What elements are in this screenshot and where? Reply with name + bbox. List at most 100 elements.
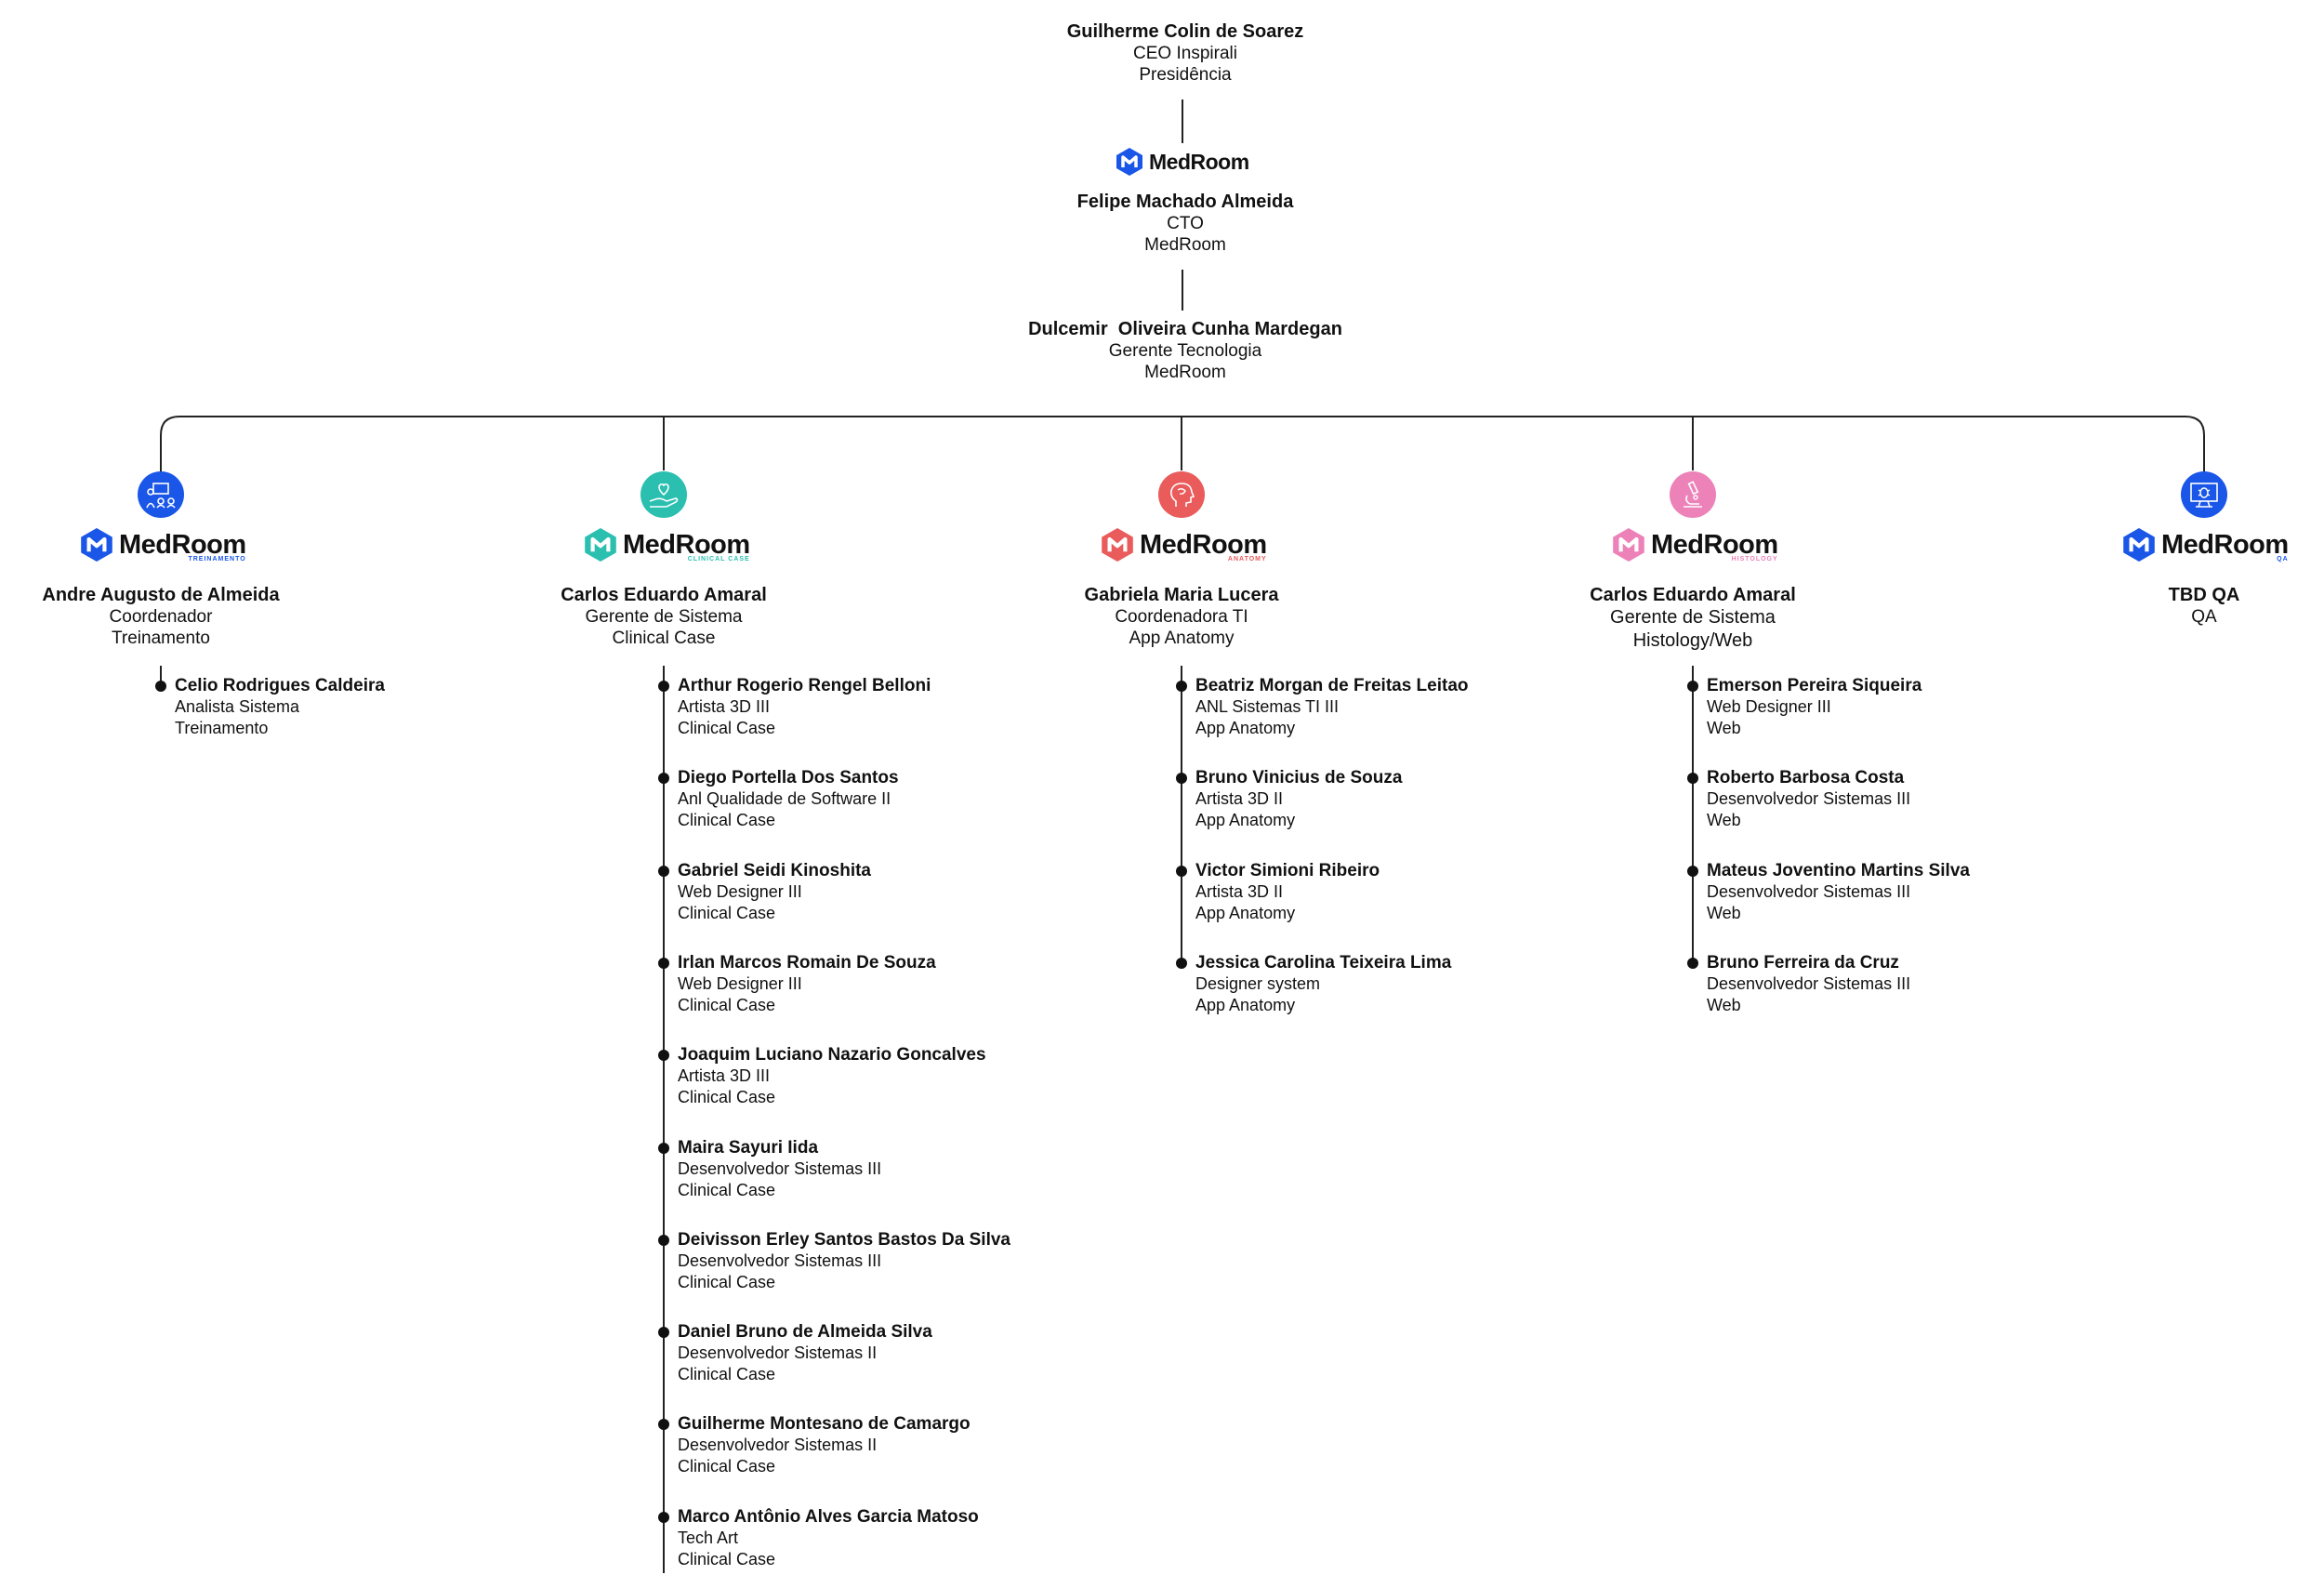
medroom-logo-icon — [2123, 528, 2155, 562]
member-name: Daniel Bruno de Almeida Silva — [678, 1322, 932, 1343]
member-role: Web Designer III — [678, 881, 802, 901]
member-name: Jessica Carolina Teixeira Lima — [1195, 952, 1452, 973]
member-role: Web Designer III — [1707, 697, 1831, 716]
lead-card-histology: Carlos Eduardo Amaral Gerente de Sistema… — [1590, 584, 1796, 653]
member-bullet — [658, 1050, 669, 1062]
logo-subtitle: TREINAMENTO — [188, 556, 246, 562]
cto-role: CTO — [1167, 214, 1204, 233]
medroom-logo-icon — [585, 528, 616, 562]
member-role: Designer system — [1195, 973, 1321, 993]
logo-text: MedRoom — [1140, 530, 1267, 560]
member-name: Arthur Rogerio Rengel Belloni — [678, 676, 931, 695]
member-dept: Web — [1707, 719, 1741, 737]
member-name: Bruno Vinicius de Souza — [1195, 768, 1403, 788]
manager-card: Dulcemir Oliveira Cunha Mardegan Gerente… — [1028, 318, 1342, 383]
member-name: Maira Sayuri Iida — [678, 1137, 819, 1158]
ceo-role: CEO Inspirali — [1133, 44, 1237, 63]
member-role: Desenvolvedor Sistemas II — [678, 1343, 878, 1363]
member-name: Joaquim Luciano Nazario Goncalves — [678, 1045, 986, 1065]
microscope-icon — [1670, 471, 1716, 518]
member-bullet — [658, 1142, 669, 1154]
member-name: Deivisson Erley Santos Bastos Da Silva — [678, 1229, 1010, 1250]
logo-text: MedRoom — [2161, 530, 2289, 560]
logo-text: MedRoom — [1651, 530, 1778, 560]
member-role: Anl Qualidade de Software II — [678, 789, 891, 809]
cto-card: Felipe Machado Almeida CTO MedRoom — [1077, 191, 1294, 256]
logo-text: MedRoom — [119, 530, 246, 560]
member-role: Desenvolvedor Sistemas III — [678, 1251, 882, 1270]
member-role: Artista 3D III — [678, 697, 771, 716]
manager-name: Dulcemir Oliveira Cunha Mardegan — [1028, 319, 1342, 339]
member-name: Mateus Joventino Martins Silva — [1707, 860, 1970, 880]
member-name: Guilherme Montesano de Camargo — [678, 1414, 971, 1435]
member-dept: Clinical Case — [678, 903, 776, 922]
member-bullet — [1687, 957, 1698, 969]
member-name: Celio Rodrigues Caldeira — [175, 676, 385, 695]
member-name: Gabriel Seidi Kinoshita — [678, 860, 871, 880]
member-role: ANL Sistemas TI III — [1195, 697, 1340, 716]
member-role: Desenvolvedor Sistemas III — [1707, 973, 1911, 993]
member-role: Artista 3D II — [1195, 881, 1284, 901]
member-dept: Clinical Case — [678, 1088, 776, 1107]
member-dept: Clinical Case — [678, 1365, 776, 1384]
connector-line — [1182, 99, 1183, 143]
member-dept: Clinical Case — [678, 1272, 776, 1291]
lead-card-treinamento: Andre Augusto de Almeida Coordenador Tre… — [42, 584, 279, 649]
member-role: Analista Sistema — [175, 697, 300, 716]
member-bullet — [658, 1511, 669, 1523]
member-dept: Clinical Case — [678, 995, 776, 1014]
lead-name: Andre Augusto de Almeida — [42, 585, 280, 605]
member-name: Roberto Barbosa Costa — [1707, 768, 1905, 788]
logo-subtitle: ANATOMY — [1227, 556, 1267, 562]
lead-dept: Histology/Web — [1632, 630, 1753, 651]
medroom-logo-icon — [1102, 528, 1133, 562]
medroom-logo-qa: MedRoom QA — [2122, 526, 2289, 563]
lead-role: Coordenador — [109, 607, 213, 627]
cto-dept: MedRoom — [1144, 235, 1226, 255]
lead-name: Carlos Eduardo Amaral — [1590, 585, 1796, 605]
medroom-logo-treinamento: MedRoom TREINAMENTO — [80, 526, 246, 563]
member-dept: Web — [1707, 995, 1741, 1014]
manager-role: Gerente Tecnologia — [1108, 341, 1262, 361]
medroom-logo-icon — [81, 528, 112, 562]
medroom-logo-icon — [1116, 148, 1142, 176]
lead-dept: App Anatomy — [1129, 629, 1235, 648]
medroom-logo-top: MedRoom — [1116, 147, 1249, 177]
member-bullet — [658, 1419, 669, 1431]
member-bullet — [1687, 773, 1698, 785]
member-bullet — [155, 681, 166, 692]
ceo-dept: Presidência — [1139, 65, 1232, 85]
member-bullet — [1687, 865, 1698, 877]
member-role: Artista 3D II — [1195, 789, 1284, 809]
lead-role: Coordenadora TI — [1115, 607, 1248, 627]
lead-dept: Clinical Case — [612, 629, 716, 648]
member-dept: App Anatomy — [1195, 719, 1296, 737]
member-list-line — [1181, 666, 1182, 963]
lead-role: Gerente de Sistema — [585, 607, 743, 627]
ceo-card: Guilherme Colin de Soarez CEO Inspirali … — [1067, 20, 1304, 86]
member-dept: Clinical Case — [678, 719, 776, 737]
training-icon — [138, 471, 184, 518]
member-dept: App Anatomy — [1195, 903, 1296, 922]
member-role: Desenvolvedor Sistemas III — [678, 1158, 882, 1178]
member-bullet — [1176, 681, 1187, 692]
logo-text: MedRoom — [1149, 150, 1249, 174]
member-role: Web Designer III — [678, 973, 802, 993]
ceo-name: Guilherme Colin de Soarez — [1066, 21, 1304, 42]
medroom-logo-histology: MedRoom HISTOLOGY — [1612, 526, 1778, 563]
member-dept: Clinical Case — [678, 1549, 776, 1568]
